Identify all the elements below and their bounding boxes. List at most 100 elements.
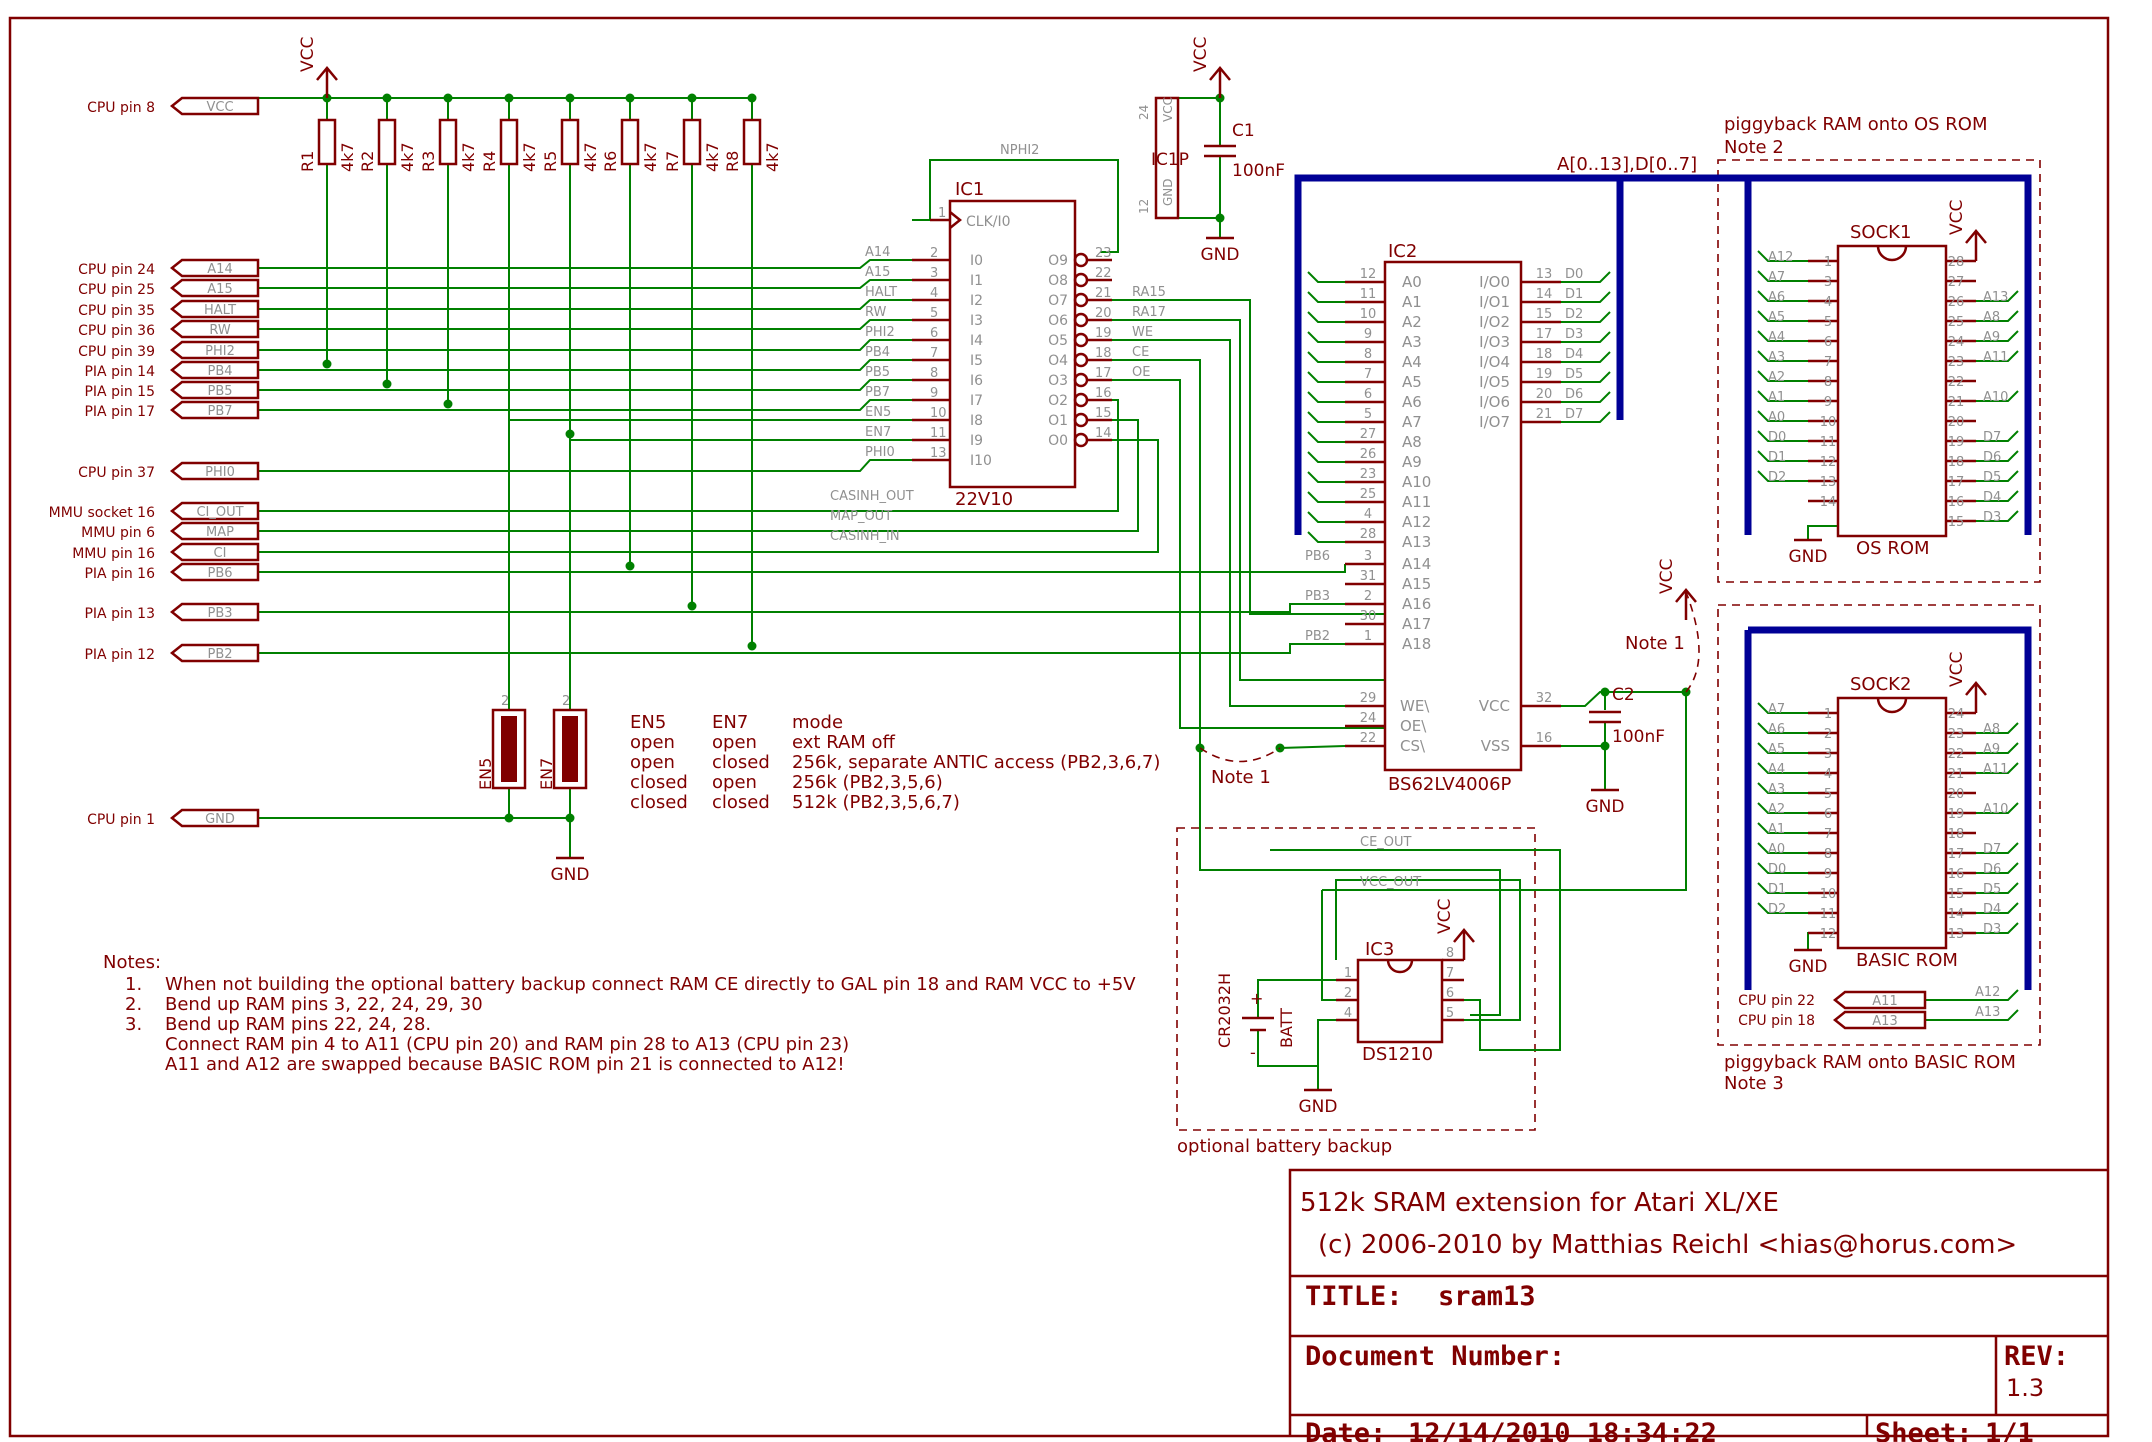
pin-name: A1 xyxy=(1402,293,1422,311)
net-label: PB6 xyxy=(1305,549,1330,564)
sock1-title: piggyback RAM onto OS ROM xyxy=(1724,114,1988,135)
net-label: HALT xyxy=(865,285,897,300)
pin-num: 4 xyxy=(1824,767,1832,782)
wire xyxy=(1757,270,1808,282)
title-line1: 512k SRAM extension for Atari XL/XE xyxy=(1300,1188,1779,1218)
pin-name: VSS xyxy=(1481,737,1510,755)
net-label: A7 xyxy=(1768,702,1785,717)
resistor-body xyxy=(560,118,580,166)
net-label: WE xyxy=(1132,325,1153,340)
pin-num: 20 xyxy=(1095,306,1112,321)
pin-num: 23 xyxy=(1360,467,1377,482)
wire xyxy=(1561,371,1611,383)
pin-name: A8 xyxy=(1402,433,1422,451)
battery-minus: - xyxy=(1250,1043,1256,1062)
pin-num: 24 xyxy=(1948,335,1965,350)
net-label: A9 xyxy=(1983,330,2000,345)
port-flag xyxy=(169,562,260,582)
wire xyxy=(258,419,1139,532)
wire xyxy=(1807,525,1838,540)
net-label: D6 xyxy=(1983,862,2001,877)
pin-num: 21 xyxy=(1948,395,1965,410)
wire xyxy=(1307,291,1345,303)
wire xyxy=(1561,331,1611,343)
mode-cell: closed xyxy=(712,752,770,773)
mode-cell: closed xyxy=(712,792,770,813)
port-signal: PB2 xyxy=(207,647,232,662)
pin-num: 9 xyxy=(1364,327,1372,342)
c1-value: 100nF xyxy=(1232,161,1285,181)
wire xyxy=(1757,310,1808,322)
wire xyxy=(1561,291,1611,303)
pin-name: I2 xyxy=(970,293,983,309)
wire xyxy=(1307,491,1345,503)
net-label: A2 xyxy=(1768,370,1785,385)
wire xyxy=(1976,330,2019,342)
wire xyxy=(1757,822,1808,834)
mode-cell: open xyxy=(712,732,757,753)
wire xyxy=(1757,390,1808,402)
net-label: A8 xyxy=(1983,310,2000,325)
net-label: A12 xyxy=(1768,250,1793,265)
wire xyxy=(258,299,912,310)
date-value: 12/14/2010 18:34:22 xyxy=(1408,1418,1717,1442)
junction xyxy=(687,601,697,611)
pin-name: A6 xyxy=(1402,393,1422,411)
wire xyxy=(258,603,1345,613)
wire xyxy=(1757,450,1808,462)
ic1p-body xyxy=(1154,96,1180,220)
resistor-name: R2 xyxy=(358,151,377,172)
pin-num: 22 xyxy=(1948,747,1965,762)
pin-name: O6 xyxy=(1048,313,1068,329)
pin-num: 9 xyxy=(930,386,938,401)
inversion-bubble xyxy=(1073,292,1089,308)
wire xyxy=(1321,890,1336,1001)
wire xyxy=(1307,511,1345,523)
junction xyxy=(382,379,392,389)
net-label: A11 xyxy=(1983,762,2008,777)
pin-num: 5 xyxy=(1824,787,1832,802)
pin-name: I/O2 xyxy=(1479,313,1510,331)
wire xyxy=(1976,470,2019,482)
port-flag xyxy=(169,400,260,420)
battery-plus: + xyxy=(1250,989,1263,1008)
wire xyxy=(1335,879,1521,1021)
port-flag xyxy=(169,808,260,828)
jumper-outline xyxy=(552,708,588,790)
pin-name: I5 xyxy=(970,353,983,369)
ic2-name: IC2 xyxy=(1388,241,1417,262)
port-flag xyxy=(169,602,260,622)
port-label: PIA pin 14 xyxy=(84,364,155,380)
jumper-outline xyxy=(491,708,527,790)
wire xyxy=(1307,371,1345,383)
net-label: D5 xyxy=(1565,367,1583,382)
mode-cell: 256k, separate ANTIC access (PB2,3,6,7) xyxy=(792,752,1160,773)
pin-name: I4 xyxy=(970,333,983,349)
note-text: Bend up RAM pins 22, 24, 28. xyxy=(165,1014,431,1035)
pin-name: WE\ xyxy=(1400,697,1430,715)
wire xyxy=(1976,350,2019,362)
net-label: A0 xyxy=(1768,410,1785,425)
resistor-name: R3 xyxy=(419,151,438,172)
net-label: D0 xyxy=(1768,430,1786,445)
pin-num: 4 xyxy=(1344,1006,1352,1021)
wire xyxy=(1307,271,1345,283)
mode-cell: open xyxy=(630,752,675,773)
wire xyxy=(1757,470,1808,482)
wire xyxy=(1757,802,1808,814)
pin-num: 15 xyxy=(1948,887,1965,902)
net-label: D3 xyxy=(1983,922,2001,937)
net-label: D1 xyxy=(1768,882,1786,897)
pin-num: 3 xyxy=(1824,747,1832,762)
wire xyxy=(1322,692,1687,891)
port-signal: PHI0 xyxy=(205,465,235,480)
mode-cell: open xyxy=(630,732,675,753)
pin-name: A4 xyxy=(1402,353,1422,371)
rev-value: 1.3 xyxy=(2006,1374,2044,1402)
junction xyxy=(322,359,332,369)
sock1-caption: OS ROM xyxy=(1856,538,1930,559)
wire xyxy=(258,259,912,269)
title-label: TITLE: xyxy=(1305,1281,1403,1312)
pin-name: A5 xyxy=(1402,373,1422,391)
pin-num: 22 xyxy=(1948,375,1965,390)
